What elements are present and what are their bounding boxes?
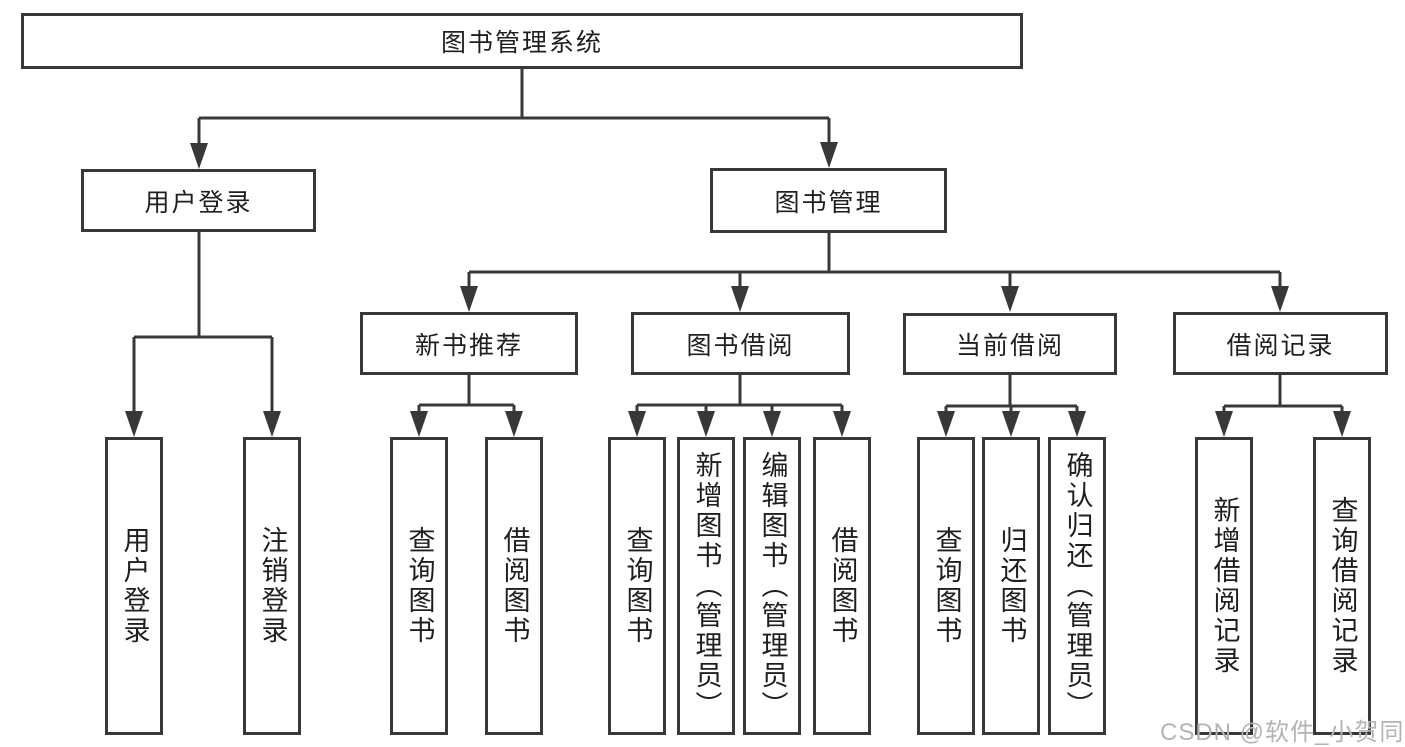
node-new-book-recommendation: 新书推荐 (360, 312, 578, 375)
node-borrowing-records: 借阅记录 (1173, 312, 1388, 375)
node-user-login: 用户登录 (81, 169, 316, 232)
leaf-newbook-query-books: 查询图书 (390, 437, 448, 735)
arrowhead (505, 411, 523, 437)
leaf-borrowing-add-books-admin: 新增图书（管理员） (677, 437, 735, 735)
arrowhead (125, 411, 143, 437)
arrowhead (628, 411, 646, 437)
arrowhead (763, 411, 781, 437)
leaf-records-query-borrow-record: 查询借阅记录 (1313, 437, 1371, 735)
connector-book-borrowing (635, 375, 844, 419)
arrowhead (1215, 411, 1233, 437)
leaf-current-return-books: 归还图书 (982, 437, 1040, 735)
leaf-current-query-books: 查询图书 (917, 437, 975, 735)
arrowhead (1002, 411, 1020, 437)
arrowhead (190, 143, 208, 169)
connector-current-borrowing (944, 375, 1079, 419)
watermark: CSDN @软件_小贺同学 (1160, 719, 1405, 746)
arrowhead (460, 286, 478, 312)
node-book-borrowing: 图书借阅 (631, 312, 850, 375)
leaf-current-confirm-return-admin: 确认归还（管理员） (1048, 437, 1106, 735)
arrowhead (1333, 411, 1351, 437)
leaf-borrowing-edit-books-admin: 编辑图书（管理员） (743, 437, 801, 735)
connector-new-book (417, 375, 516, 419)
arrowhead (731, 286, 749, 312)
leaf-borrowing-borrow-books: 借阅图书 (813, 437, 871, 735)
arrowhead (1271, 286, 1289, 312)
leaf-user-login: 用户登录 (105, 437, 163, 735)
node-library-system: 图书管理系统 (21, 13, 1023, 69)
arrowhead (263, 411, 281, 437)
arrowhead (1068, 411, 1086, 437)
leaf-borrowing-query-books: 查询图书 (608, 437, 666, 735)
node-current-borrowing: 当前借阅 (903, 313, 1117, 375)
connector-user-login (132, 232, 274, 419)
arrowhead (1001, 286, 1019, 312)
connector-root (197, 69, 831, 151)
arrowhead (820, 142, 838, 168)
arrowhead (833, 411, 851, 437)
leaf-newbook-borrow-books: 借阅图书 (485, 437, 543, 735)
arrowhead (937, 411, 955, 437)
arrowhead (410, 411, 428, 437)
connector-borrowing-records (1222, 375, 1344, 419)
leaf-records-add-borrow-record: 新增借阅记录 (1195, 437, 1253, 735)
node-book-management: 图书管理 (710, 168, 947, 233)
leaf-logout-login: 注销登录 (243, 437, 301, 735)
arrowhead (697, 411, 715, 437)
connector-book-management (467, 233, 1282, 294)
